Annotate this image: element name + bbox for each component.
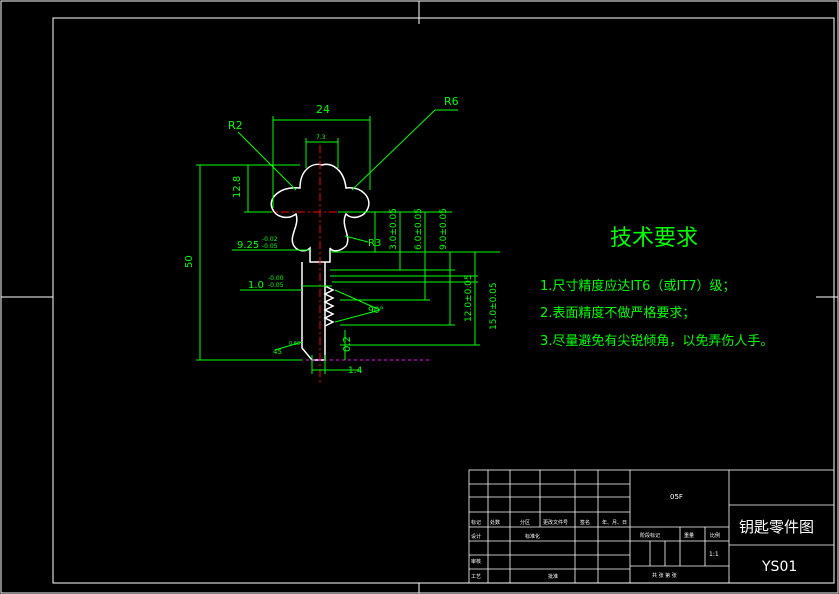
dim-tip-width: 1.4 <box>348 366 363 376</box>
drawing-number: YS01 <box>761 559 797 575</box>
part-name: 钥匙零件图 <box>739 518 814 536</box>
inner-frame <box>52 17 835 584</box>
row-label-1: 处数 <box>490 519 500 526</box>
dim-width-top: 24 <box>316 103 330 116</box>
dim-depth-3: 9.0±0.05 <box>439 208 449 250</box>
title-block-text: 05F 钥匙零件图 YS01 1:1 标记 处数 分区 更改文件号 签名 年、月… <box>471 493 814 580</box>
dim-depth-1: 3.0±0.05 <box>389 208 399 250</box>
row-label-2: 分区 <box>520 519 530 526</box>
technical-notes: 技术要求 1.尺寸精度应达IT6（或IT7）级； 2.表面精度不做严格要求； 3… <box>540 226 773 349</box>
stage-label: 阶段标记 <box>640 532 660 539</box>
dim-depth-5: 15.0±0.05 <box>489 282 499 330</box>
dim-neck-width: 9.25 <box>237 240 259 251</box>
dim-depth-4: 12.0±0.05 <box>464 274 474 322</box>
dim-neck-tol-upper: -0.02 <box>262 236 278 243</box>
sheets-label: 共 张 第 张 <box>652 572 677 579</box>
centerlines <box>265 145 378 382</box>
dim-tip-offset: 0.2 <box>342 336 353 352</box>
scale-label: 比例 <box>710 532 720 539</box>
dim-tip-angle: 45 <box>273 348 282 356</box>
dim-lobe-width: 7.3 <box>316 134 326 141</box>
left-label-1: 标准化 <box>525 533 540 540</box>
notes-item-3: 3.尽量避免有尖锐倾角，以免弄伤人手。 <box>540 334 773 349</box>
left-label-4: 批准 <box>548 573 558 580</box>
left-label-0: 设计 <box>471 533 481 540</box>
dim-depth-2: 6.0±0.05 <box>414 208 424 250</box>
left-label-2: 审核 <box>471 558 481 565</box>
row-label-0: 标记 <box>471 519 481 526</box>
dim-radius-left: R2 <box>228 119 243 132</box>
dim-total-height: 50 <box>184 255 195 268</box>
dimension-labels: 24 R2 R6 7.3 12.8 50 9.25 -0.02 -0.05 R3… <box>184 95 499 376</box>
dim-shaft-tol-upper: -0.00 <box>268 275 284 282</box>
notes-item-2: 2.表面精度不做严格要求； <box>540 305 695 321</box>
dim-tip-small: 0.60 <box>289 341 300 347</box>
material-label: 05F <box>670 493 683 501</box>
notes-item-1: 1.尺寸精度应达IT6（或IT7）级； <box>540 278 736 294</box>
weight-label: 重量 <box>684 532 694 539</box>
scale-value: 1:1 <box>709 551 719 558</box>
dim-shaft-tol-lower: -0.05 <box>268 282 284 289</box>
notes-title: 技术要求 <box>610 226 698 251</box>
row-label-3: 更改文件号 <box>543 519 568 526</box>
dimension-lines <box>196 109 500 374</box>
dim-radius-neck: R3 <box>368 238 381 249</box>
dim-radius-right: R6 <box>444 95 459 108</box>
dim-neck-tol-lower: -0.05 <box>262 243 278 250</box>
title-block <box>468 469 835 584</box>
dim-shaft-width: 1.0 <box>248 280 264 291</box>
dim-lobe-height: 12.8 <box>232 176 243 198</box>
row-label-5: 年、月、日 <box>602 519 627 526</box>
row-label-4: 签名 <box>580 519 590 526</box>
dim-angle-notch: 90° <box>368 306 384 316</box>
left-label-3: 工艺 <box>471 574 481 580</box>
